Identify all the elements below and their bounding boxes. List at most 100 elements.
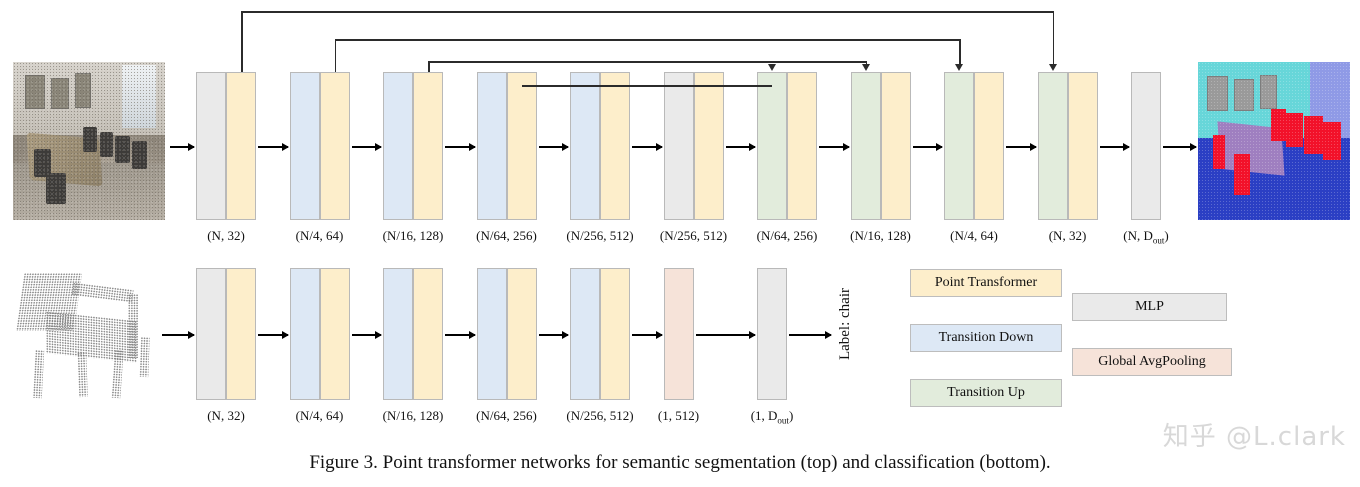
arrow-classification-5-to-6 xyxy=(695,331,756,339)
classification-block-6 xyxy=(757,268,787,400)
chair-leg xyxy=(77,352,88,398)
block-segment-pt xyxy=(1067,72,1098,220)
chair-arm-support xyxy=(127,294,139,358)
classification-block-label-1: (N/4, 64) xyxy=(295,408,344,423)
conference-table xyxy=(26,132,103,188)
block-segment-td xyxy=(570,268,600,400)
arrow-input-to-segmentation xyxy=(170,143,195,151)
legend-item-pt: Point Transformer xyxy=(910,269,1062,297)
input-point-cloud-room xyxy=(13,62,165,220)
segmentation-block-8 xyxy=(944,72,1004,220)
block-segment-pt xyxy=(226,72,256,220)
arrow-segmentation-0-to-1 xyxy=(258,143,288,151)
arrow-classification-to-label xyxy=(789,331,832,339)
block-segment-pt xyxy=(600,268,630,400)
block-segment-tu xyxy=(757,72,787,220)
segmentation-block-9 xyxy=(1037,72,1098,220)
arrow-segmentation-4-to-5 xyxy=(632,143,662,151)
wall-picture xyxy=(75,73,91,108)
segment-chair xyxy=(1322,122,1341,160)
chair-leg xyxy=(111,349,124,398)
segment-chair xyxy=(1213,134,1226,170)
room-chair xyxy=(131,141,147,170)
segment-wall-right xyxy=(1310,62,1350,160)
room-chair xyxy=(99,131,114,157)
block-segment-pt xyxy=(319,268,350,400)
classification-block-label-3: (N/64, 256) xyxy=(476,408,537,423)
room-window xyxy=(122,65,156,129)
segmentation-block-label-3: (N/64, 256) xyxy=(476,228,537,243)
block-segment-pt xyxy=(600,72,630,220)
segment-chair xyxy=(1234,153,1250,195)
block-segment-mlp xyxy=(196,72,226,220)
segmentation-block-1 xyxy=(289,72,350,220)
segmentation-block-label-4: (N/256, 512) xyxy=(566,228,634,243)
block-segment-pt xyxy=(506,268,537,400)
segment-wall xyxy=(1198,62,1350,154)
segment-picture xyxy=(1260,74,1278,110)
wall-picture xyxy=(25,74,45,110)
segmentation-block-2 xyxy=(383,72,443,220)
arrow-segmentation-5-to-6 xyxy=(725,143,756,151)
segmentation-block-label-10: (N, Dout) xyxy=(1123,228,1169,246)
segmentation-block-label-7: (N/16, 128) xyxy=(850,228,911,243)
segmentation-block-label-0: (N, 32) xyxy=(207,228,245,243)
segmentation-block-6 xyxy=(757,72,817,220)
block-segment-pt xyxy=(880,72,911,220)
segmentation-block-0 xyxy=(196,72,256,220)
classification-output-label: Label: chair xyxy=(837,288,853,361)
classification-block-1 xyxy=(289,268,350,400)
room-wall xyxy=(13,62,165,135)
block-segment-td xyxy=(476,72,507,220)
output-segmented-point-cloud xyxy=(1198,62,1350,220)
arrow-classification-0-to-1 xyxy=(258,331,288,339)
segment-chair xyxy=(1286,112,1303,148)
classification-block-0 xyxy=(196,268,256,400)
segment-chair xyxy=(1304,115,1323,154)
block-segment-gap xyxy=(663,268,694,400)
segment-picture xyxy=(1234,79,1255,111)
block-segment-pt xyxy=(413,72,443,220)
block-segment-pt xyxy=(319,72,350,220)
room-chair xyxy=(82,126,97,153)
room-chair xyxy=(34,148,51,178)
arrow-segmentation-6-to-7 xyxy=(819,143,849,151)
classification-block-2 xyxy=(383,268,443,400)
block-segment-td xyxy=(570,72,600,220)
classification-block-label-4: (N/256, 512) xyxy=(566,408,634,423)
chair-leg xyxy=(138,336,149,377)
segmentation-block-7 xyxy=(850,72,911,220)
block-segment-td xyxy=(289,72,320,220)
wall-picture xyxy=(51,77,70,110)
block-segment-td xyxy=(476,268,507,400)
classification-block-3 xyxy=(476,268,537,400)
classification-block-label-2: (N/16, 128) xyxy=(382,408,444,423)
block-segment-td xyxy=(289,268,320,400)
block-segment-td xyxy=(383,72,413,220)
block-segment-mlp xyxy=(1131,72,1161,220)
segmentation-block-label-5: (N/256, 512) xyxy=(659,228,728,243)
classification-block-5 xyxy=(663,268,694,400)
arrow-segmentation-to-output xyxy=(1163,143,1197,151)
arrow-classification-4-to-5 xyxy=(632,331,662,339)
block-segment-mlp xyxy=(757,268,787,400)
chair-armrest xyxy=(71,282,135,304)
arrow-segmentation-1-to-2 xyxy=(351,143,382,151)
block-segment-pt xyxy=(413,268,443,400)
room-chair xyxy=(46,172,67,205)
segmentation-block-label-6: (N/64, 256) xyxy=(756,228,818,243)
segmentation-block-label-8: (N/4, 64) xyxy=(950,228,998,243)
arrow-segmentation-7-to-8 xyxy=(912,143,943,151)
block-segment-pt xyxy=(506,72,537,220)
segmentation-block-3 xyxy=(476,72,537,220)
segmentation-block-label-1: (N/4, 64) xyxy=(295,228,344,243)
arrow-segmentation-9-to-10 xyxy=(1099,143,1130,151)
arrow-segmentation-8-to-9 xyxy=(1006,143,1036,151)
block-segment-tu xyxy=(1037,72,1068,220)
block-segment-pt xyxy=(787,72,817,220)
segmentation-block-5 xyxy=(663,72,724,220)
input-point-cloud-chair xyxy=(14,268,160,400)
classification-block-label-0: (N, 32) xyxy=(207,408,245,423)
watermark: 知乎 @L.clark xyxy=(1162,422,1346,452)
arrow-segmentation-3-to-4 xyxy=(538,143,569,151)
